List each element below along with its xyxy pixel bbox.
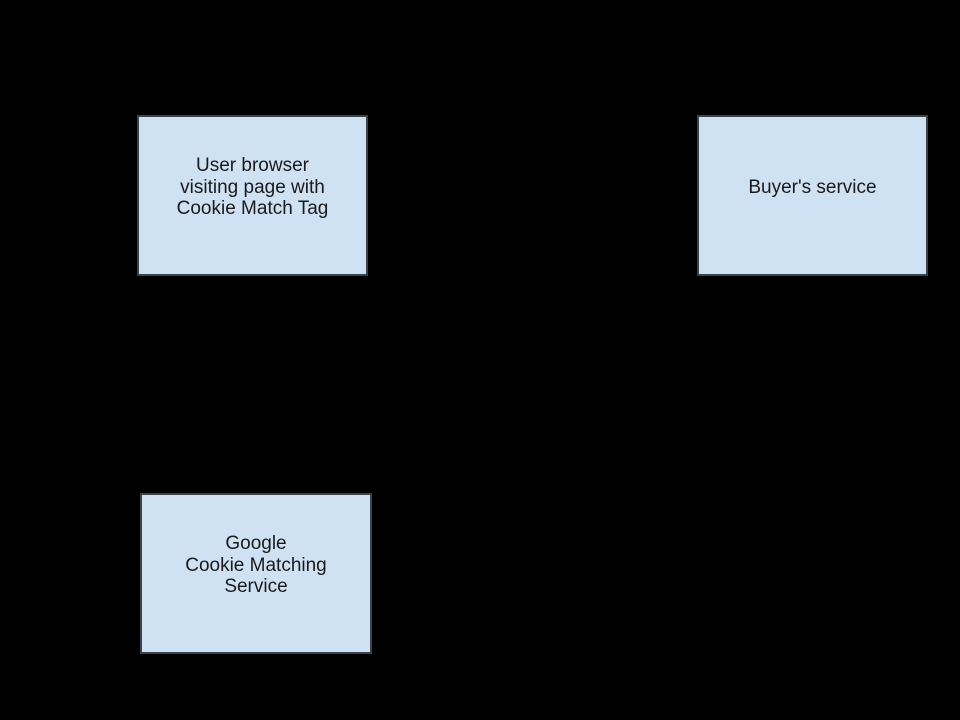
node-user-browser: User browser visiting page with Cookie M…	[137, 115, 368, 276]
node-google-cookie-matching-service: Google Cookie Matching Service	[140, 493, 372, 654]
node-user-browser-label: User browser visiting page with Cookie M…	[176, 155, 329, 220]
node-buyers-service: Buyer's service	[697, 115, 928, 276]
node-buyers-service-label: Buyer's service	[748, 176, 877, 198]
node-google-cookie-matching-service-label: Google Cookie Matching Service	[185, 533, 327, 598]
